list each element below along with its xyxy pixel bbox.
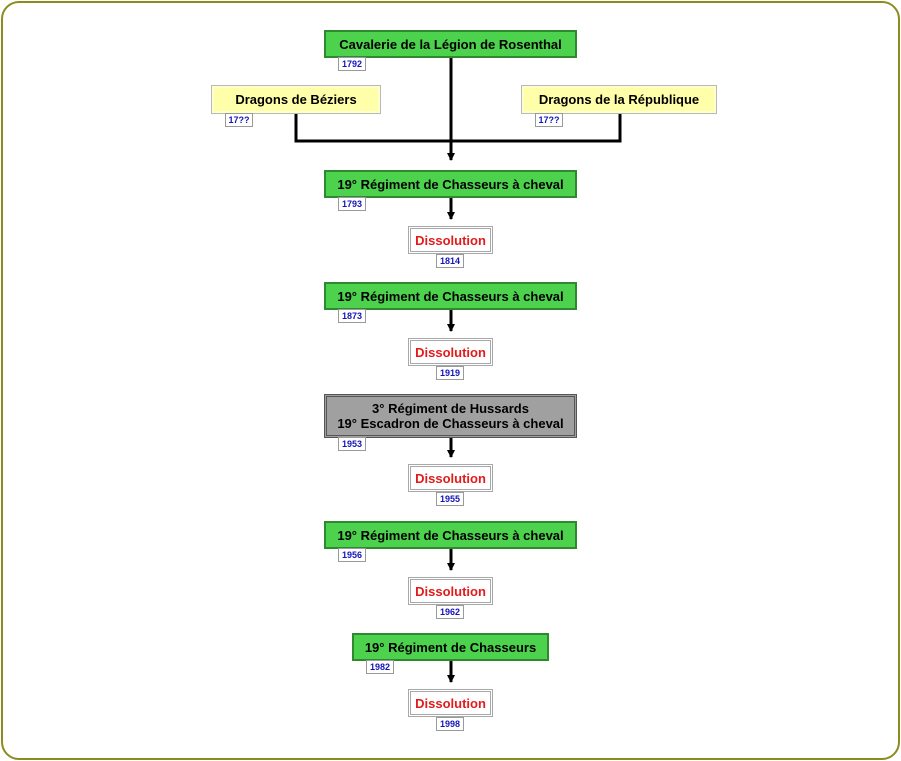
node-hussards-1953: 3° Régiment de Hussards 19° Escadron de … [324,394,577,438]
node-dissolution-1919-label: Dissolution [415,344,486,360]
node-rcc-1793: 19° Régiment de Chasseurs à cheval [324,170,577,198]
year-dissolution-1919: 1919 [436,366,464,380]
node-rc-1982-label: 19° Régiment de Chasseurs [364,639,537,655]
node-dissolution-1998-label: Dissolution [415,695,486,711]
node-dragons-beziers: Dragons de Béziers [211,85,381,114]
node-dissolution-1955: Dissolution [408,464,493,492]
node-dissolution-1814-label: Dissolution [415,232,486,248]
node-hussards-1953-line1: 3° Régiment de Hussards [372,401,529,416]
year-dragons-republique: 17?? [535,113,563,127]
node-origin: Cavalerie de la Légion de Rosenthal [324,30,577,58]
year-rcc-1873: 1873 [338,309,366,323]
connector-dragons-beziers-merge [294,114,451,143]
connector-dragons-republique-merge [451,114,622,143]
node-dragons-republique-label: Dragons de la République [538,92,700,107]
node-dragons-republique: Dragons de la République [521,85,717,114]
node-rcc-1956: 19° Régiment de Chasseurs à cheval [324,521,577,549]
node-dissolution-1814: Dissolution [408,226,493,254]
node-dragons-beziers-label: Dragons de Béziers [235,92,357,107]
node-rcc-1956-label: 19° Régiment de Chasseurs à cheval [337,527,564,543]
year-rcc-1956: 1956 [338,548,366,562]
year-origin: 1792 [338,57,366,71]
year-rc-1982: 1982 [366,660,394,674]
year-dissolution-1962: 1962 [436,605,464,619]
node-rcc-1873: 19° Régiment de Chasseurs à cheval [324,282,577,310]
node-hussards-1953-line2: 19° Escadron de Chasseurs à cheval [337,416,564,431]
year-dissolution-1955: 1955 [436,492,464,506]
node-dissolution-1962: Dissolution [408,577,493,605]
year-dragons-beziers: 17?? [225,113,253,127]
year-rcc-1793: 1793 [338,197,366,211]
node-origin-label: Cavalerie de la Légion de Rosenthal [339,36,562,52]
node-dissolution-1962-label: Dissolution [415,583,486,599]
node-rcc-1873-label: 19° Régiment de Chasseurs à cheval [337,288,564,304]
node-dissolution-1919: Dissolution [408,338,493,366]
year-hussards-1953: 1953 [338,437,366,451]
node-rcc-1793-label: 19° Régiment de Chasseurs à cheval [337,176,564,192]
year-dissolution-1998: 1998 [436,717,464,731]
node-rc-1982: 19° Régiment de Chasseurs [352,633,549,661]
node-dissolution-1955-label: Dissolution [415,470,486,486]
year-dissolution-1814: 1814 [436,254,464,268]
node-dissolution-1998: Dissolution [408,689,493,717]
